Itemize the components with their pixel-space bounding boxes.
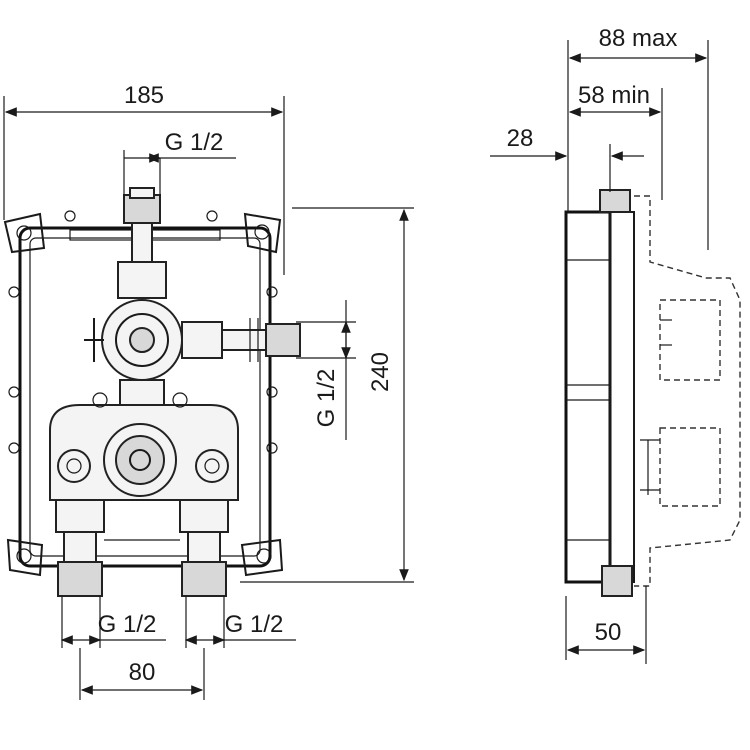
side-view: 88 max 58 min 28 50 bbox=[490, 25, 741, 664]
side-body bbox=[564, 189, 741, 597]
dim-88-max: 88 max bbox=[567, 25, 709, 250]
min-depth-label: 58 min bbox=[578, 82, 650, 109]
side-thread-label: G 1/2 bbox=[313, 369, 340, 428]
height-label: 240 bbox=[367, 352, 394, 392]
dim-58-min: 58 min bbox=[568, 82, 663, 200]
front-view: 185 G 1/2 G 1/2 240 bbox=[3, 82, 414, 700]
dim-28: 28 bbox=[490, 125, 644, 192]
dim-spacing-80: 80 bbox=[79, 648, 205, 700]
dim-width-185: 185 bbox=[3, 82, 285, 275]
dim-side-thread: G 1/2 bbox=[296, 300, 356, 440]
upper-valve bbox=[84, 187, 301, 381]
spacing-label: 80 bbox=[129, 659, 156, 686]
lower-valve bbox=[49, 379, 239, 597]
dim-bottom-right-thread: G 1/2 bbox=[184, 596, 296, 648]
width-label: 185 bbox=[124, 82, 164, 109]
max-depth-label: 88 max bbox=[599, 25, 678, 52]
bottom-right-thread-label: G 1/2 bbox=[225, 611, 284, 638]
dim-top-thread: G 1/2 bbox=[123, 129, 236, 196]
bottom-left-thread-label: G 1/2 bbox=[98, 611, 157, 638]
dim-bottom-left-thread: G 1/2 bbox=[60, 596, 166, 648]
dim-50: 50 bbox=[565, 586, 647, 664]
body-depth-label: 50 bbox=[595, 619, 622, 646]
wall-label: 28 bbox=[507, 125, 534, 152]
top-thread-label: G 1/2 bbox=[165, 129, 224, 156]
dim-height-240: 240 bbox=[240, 207, 414, 583]
